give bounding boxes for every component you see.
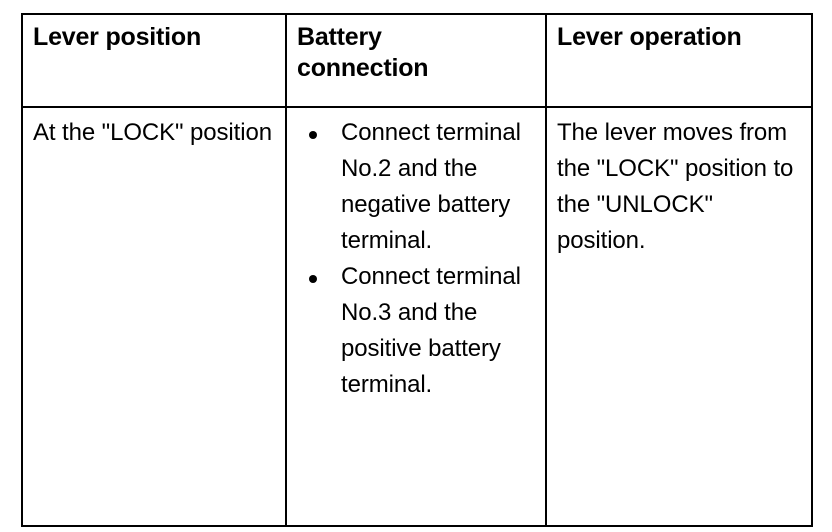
cell-battery-connection: Connect terminal No.2 and the negative b… bbox=[285, 106, 547, 527]
column-header-lever-operation-label: Lever operation bbox=[557, 23, 742, 51]
column-header-lever-position: Lever position bbox=[21, 13, 287, 108]
battery-connection-list: Connect terminal No.2 and the negative b… bbox=[297, 115, 535, 403]
list-item-text: Connect terminal No.3 and the positive b… bbox=[341, 263, 521, 398]
list-item: Connect terminal No.3 and the positive b… bbox=[297, 259, 535, 403]
bullet-dot-icon bbox=[309, 275, 317, 283]
lever-operation-table: Lever position Battery connection Lever … bbox=[21, 13, 813, 527]
lever-operation-text: The lever moves from the "LOCK" position… bbox=[557, 119, 794, 254]
column-header-battery-connection: Battery connection bbox=[285, 13, 547, 108]
table-header: Lever position Battery connection Lever … bbox=[21, 13, 813, 108]
table-row: At the "LOCK" position Connect terminal … bbox=[21, 106, 813, 527]
list-item-text: Connect terminal No.2 and the negative b… bbox=[341, 119, 521, 254]
column-header-lever-operation: Lever operation bbox=[545, 13, 813, 108]
list-item: Connect terminal No.2 and the negative b… bbox=[297, 115, 535, 259]
column-header-battery-connection-label: Battery connection bbox=[297, 23, 429, 82]
lever-position-text: At the "LOCK" position bbox=[33, 119, 272, 146]
column-header-lever-position-label: Lever position bbox=[33, 23, 202, 51]
bullet-dot-icon bbox=[309, 131, 317, 139]
table-header-row: Lever position Battery connection Lever … bbox=[21, 13, 813, 108]
table-body: At the "LOCK" position Connect terminal … bbox=[21, 106, 813, 527]
cell-lever-position: At the "LOCK" position bbox=[21, 106, 287, 527]
cell-lever-operation: The lever moves from the "LOCK" position… bbox=[545, 106, 813, 527]
